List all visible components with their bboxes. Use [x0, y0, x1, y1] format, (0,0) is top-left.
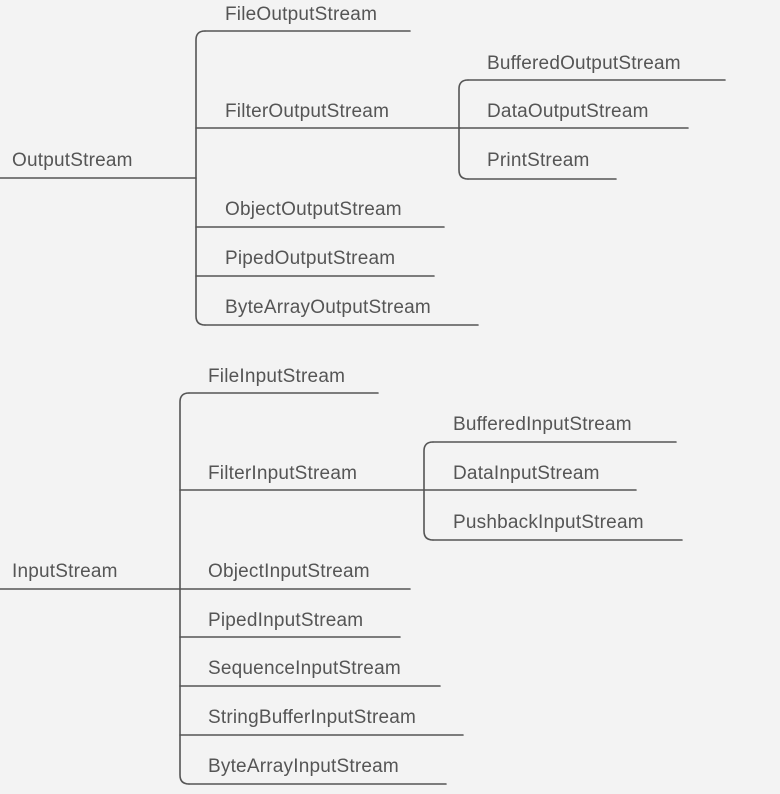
sub-bracket: [458, 79, 469, 180]
node-objectinputstream: ObjectInputStream: [208, 561, 370, 582]
node-printstream: PrintStream: [487, 150, 590, 171]
node-datainputstream: DataInputStream: [453, 463, 600, 484]
node-dataoutputstream: DataOutputStream: [487, 101, 649, 122]
node-pushbackinputstream: PushbackInputStream: [453, 512, 644, 533]
root-node-outputstream: OutputStream: [12, 150, 133, 171]
node-filteroutputstream: FilterOutputStream: [225, 101, 390, 122]
node-bytearrayinputstream: ByteArrayInputStream: [208, 756, 399, 777]
node-pipedinputstream: PipedInputStream: [208, 610, 364, 631]
node-sequenceinputstream: SequenceInputStream: [208, 658, 401, 679]
node-pipedoutputstream: PipedOutputStream: [225, 248, 396, 269]
node-fileoutputstream: FileOutputStream: [225, 4, 378, 25]
root-node-inputstream: InputStream: [12, 561, 118, 582]
sub-bracket: [423, 441, 434, 541]
output-tree-connectors: [0, 30, 726, 326]
bracket: [195, 30, 206, 326]
node-bytearrayoutputstream: ByteArrayOutputStream: [225, 297, 431, 318]
node-bufferedinputstream: BufferedInputStream: [453, 414, 632, 435]
node-fileinputstream: FileInputStream: [208, 366, 346, 387]
node-filterinputstream: FilterInputStream: [208, 463, 358, 484]
node-objectoutputstream: ObjectOutputStream: [225, 199, 402, 220]
node-bufferedoutputstream: BufferedOutputStream: [487, 53, 681, 74]
input-tree-connectors: [0, 392, 683, 785]
node-stringbufferinputstream: StringBufferInputStream: [208, 707, 417, 728]
